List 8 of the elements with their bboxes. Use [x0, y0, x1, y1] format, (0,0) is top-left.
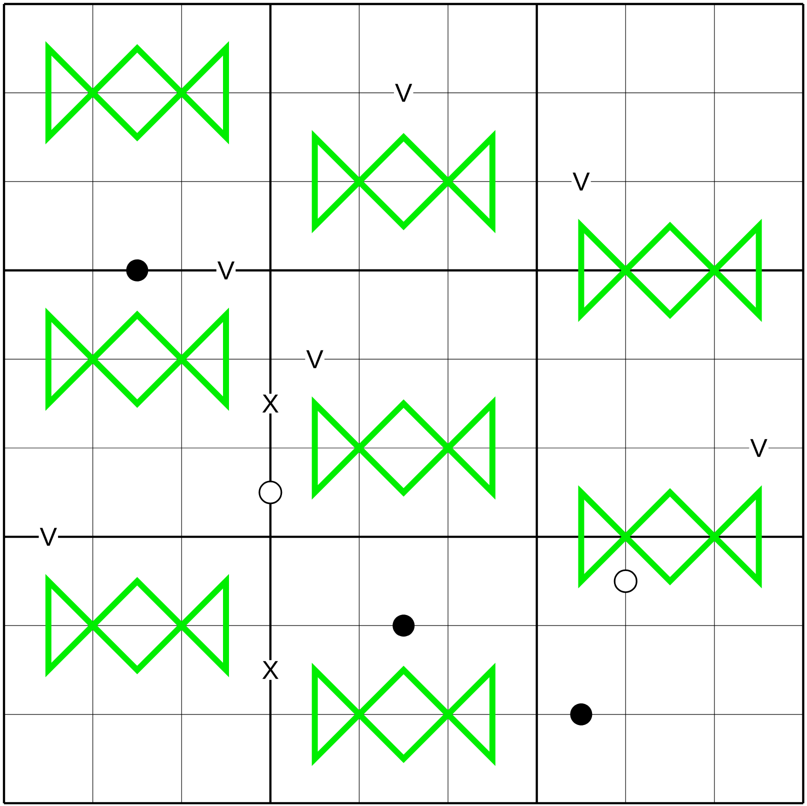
constraint-letter: V [216, 260, 236, 280]
constraint-letter: V [305, 349, 324, 370]
constraint-letter: V [572, 172, 591, 192]
constraint-letter: X [260, 660, 280, 680]
constraint-letter: X [260, 394, 280, 414]
constraint-letter: V [38, 526, 58, 547]
constraint-letter: V [394, 82, 414, 103]
constraint-letter: V [749, 438, 768, 458]
